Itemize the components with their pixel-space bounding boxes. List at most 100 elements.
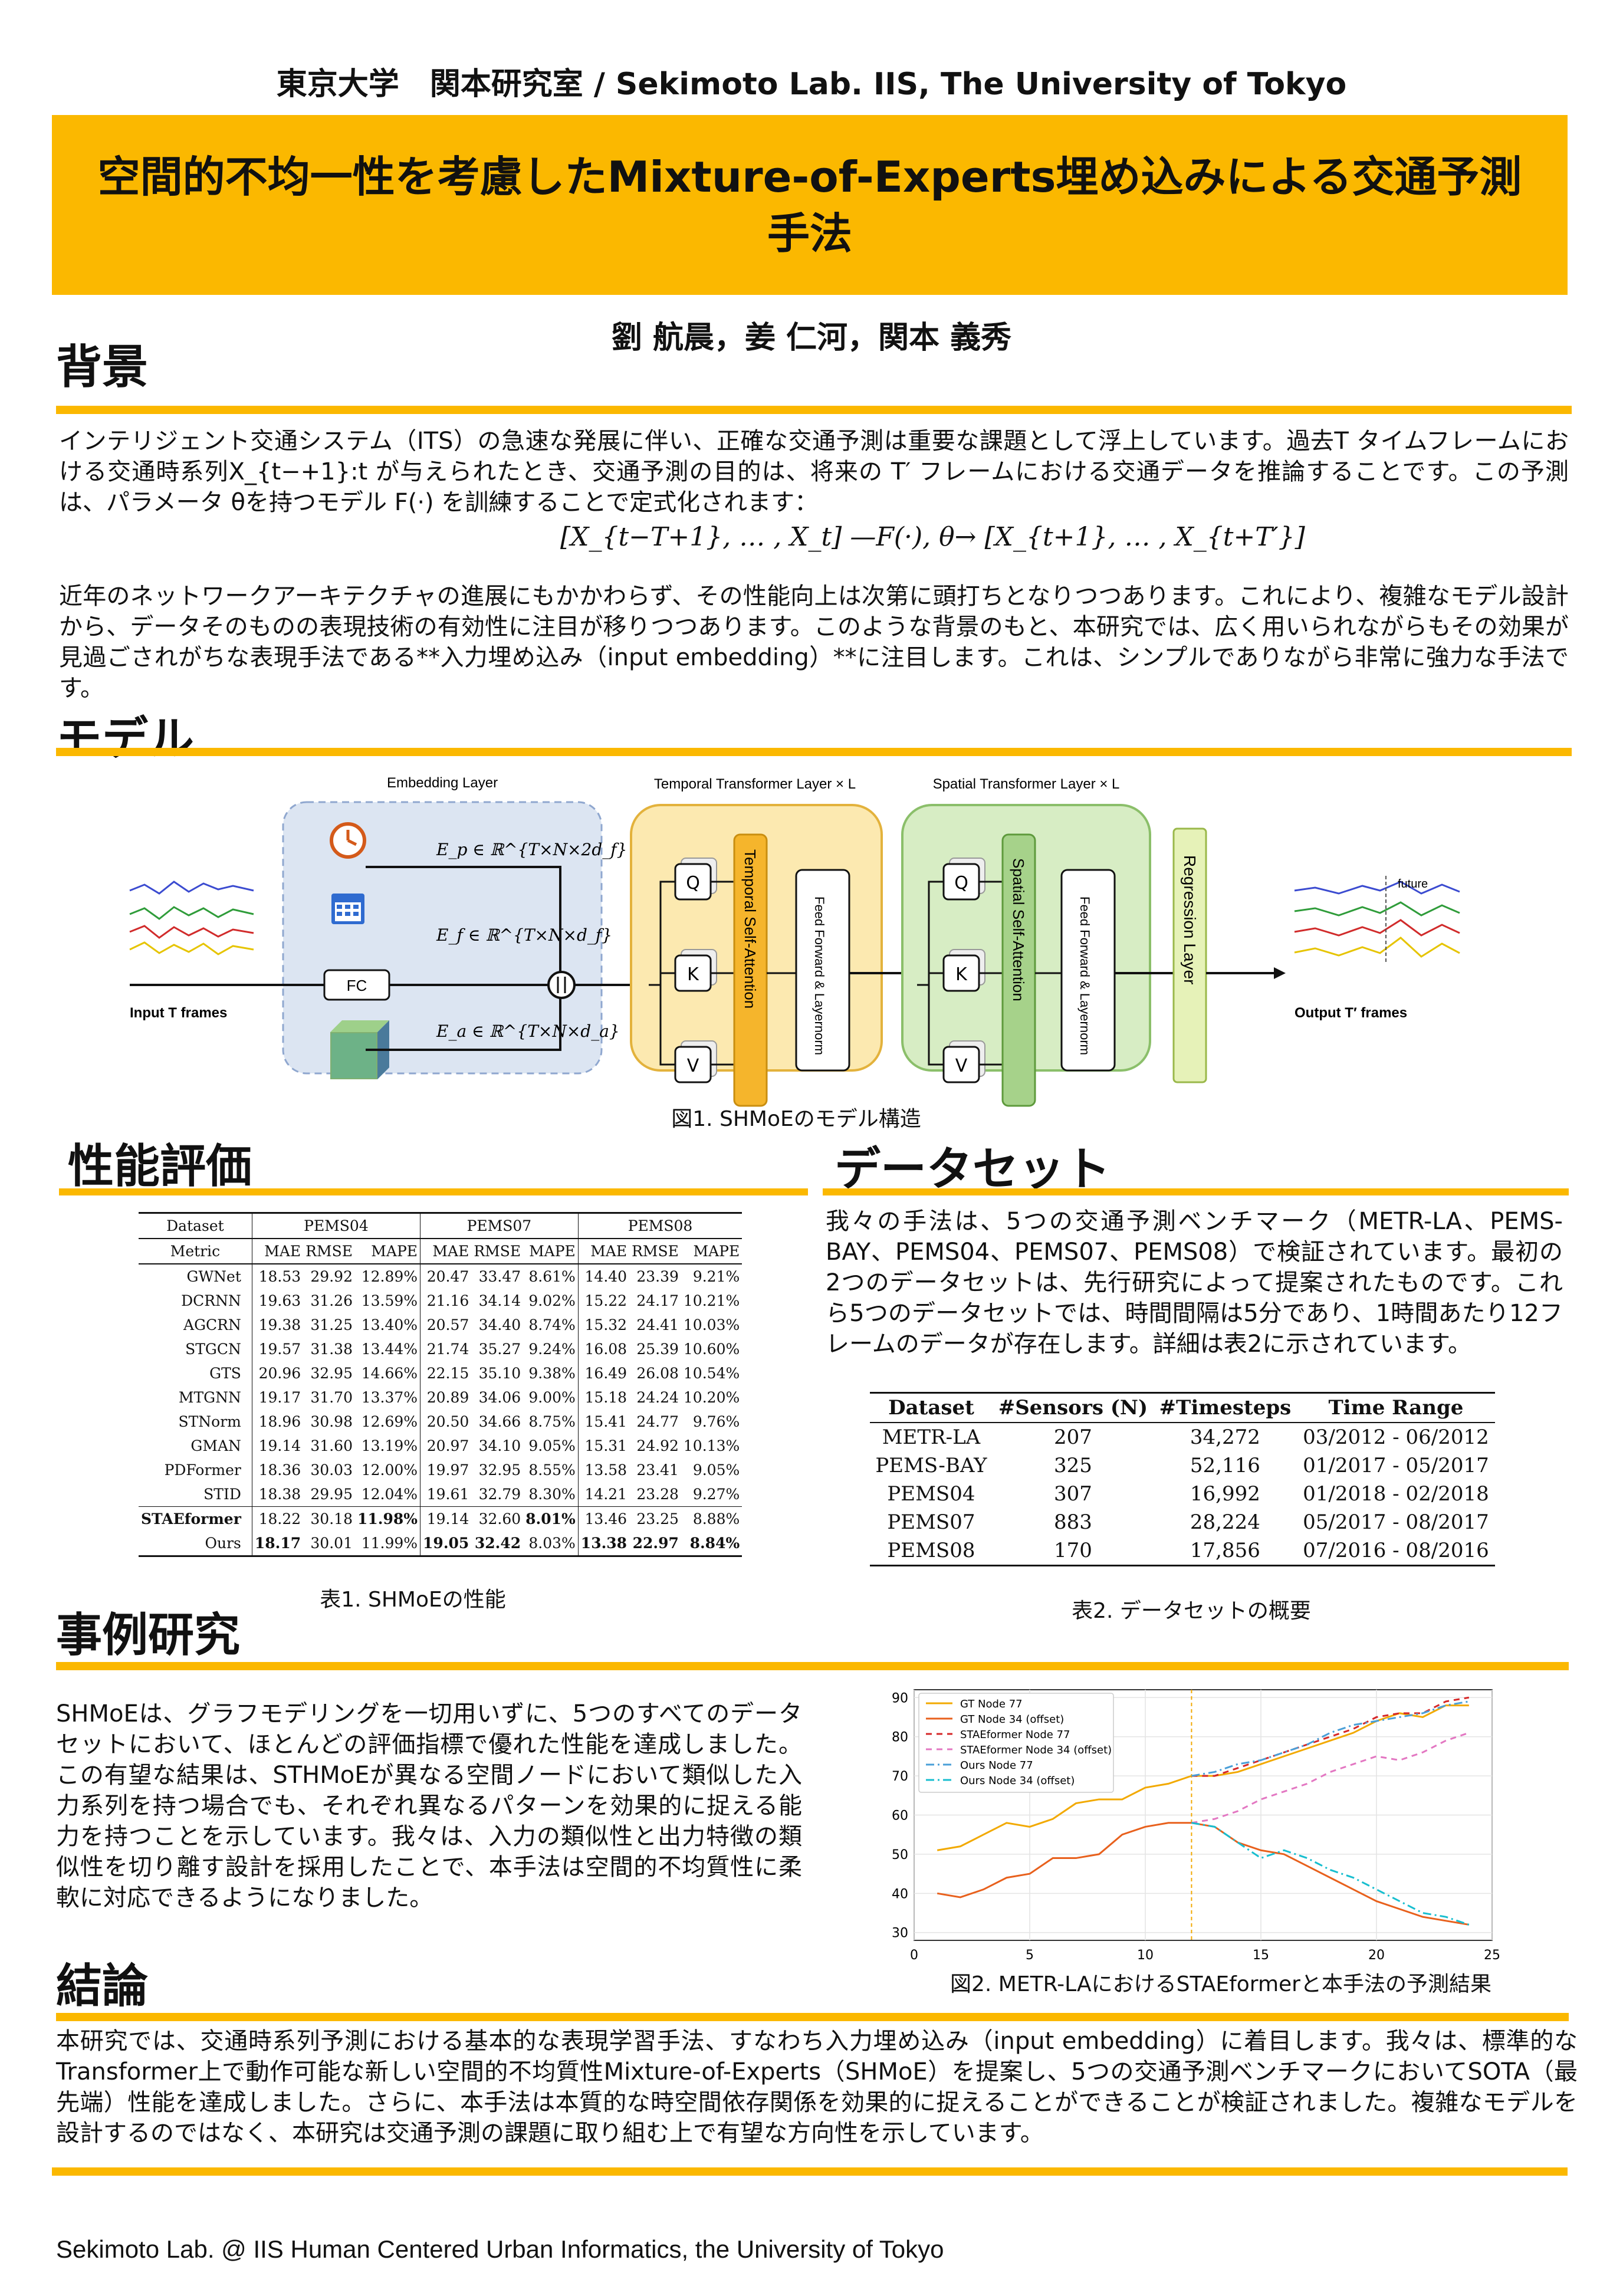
regression-layer-label: Regression Layer [1181, 855, 1199, 984]
concat-icon [547, 971, 576, 999]
case-study-text: SHMoEは、グラフモデリングを一切用いずに、5つのすべてのデータセットにおいて… [56, 1700, 802, 1911]
embedding-layer-box [282, 801, 603, 1075]
output-series-icon [1294, 881, 1460, 958]
ep-label: E_p ∈ ℝ^{T×N×2d_f} [436, 840, 627, 859]
model-diagram: Input T frames Embedding Layer E_p ∈ ℝ^{… [129, 775, 1460, 1107]
temporal-v-label: V [687, 1056, 699, 1076]
legend-entry: Ours Node 77 [960, 1759, 1033, 1772]
x-tick-label: 10 [1137, 1948, 1154, 1963]
series-line-4 [1191, 1700, 1470, 1777]
authors: 劉 航晨，姜 仁河，関本 義秀 [611, 320, 1012, 356]
temporal-ffn-box [795, 869, 850, 1072]
table-header-pems08: PEMS08 [577, 1213, 742, 1239]
formula: [X_{t−T+1}, … , X_t] —F(·), θ→ [X_{t+1},… [560, 522, 1305, 552]
series-line-5 [1191, 1822, 1470, 1926]
temporal-layer-label: Temporal Transformer Layer × L [654, 776, 856, 792]
table-header-dataset: Dataset [166, 1217, 224, 1234]
series-line-2 [1191, 1696, 1470, 1777]
spatial-ffn-label: Feed Forward & Layernorm [1077, 896, 1092, 1055]
model-caption: 図1. SHMoEのモデル構造 [671, 1107, 921, 1131]
temporal-qkv: Q K V [674, 858, 717, 1083]
y-tick-label: 80 [892, 1730, 908, 1745]
temporal-attention-box [733, 833, 768, 1107]
dataset-heading: データセット [835, 1143, 1111, 1196]
conclusion-text: 本研究では、交通時系列予測における基本的な表現学習手法、すなわち入力埋め込み（i… [56, 2028, 1578, 2147]
temporal-k-label: K [687, 964, 699, 985]
footer: Sekimoto Lab. @ IIS Human Centered Urban… [56, 2235, 944, 2263]
x-tick-label: 5 [1026, 1948, 1034, 1963]
calendar-icon [331, 894, 364, 924]
ef-label: E_f ∈ ℝ^{T×N×d_f} [436, 925, 612, 945]
regression-layer-box [1172, 827, 1207, 1083]
y-tick-label: 90 [892, 1691, 908, 1706]
attribute-cube-icon [330, 1020, 389, 1079]
dataset-caption: 表2. データセットの概要 [1072, 1599, 1311, 1623]
y-tick-label: 30 [892, 1926, 908, 1941]
background-paragraph-1: インテリジェント交通システム（ITS）の急速な発展に伴い、正確な交通予測は重要な… [59, 428, 1569, 516]
case-study-divider [56, 1662, 1569, 1670]
temporal-ffn-label: Feed Forward & Layernorm [812, 896, 827, 1055]
model-divider [56, 748, 1572, 756]
spatial-ffn-box [1060, 869, 1116, 1072]
table-header-pems07: PEMS07 [420, 1213, 579, 1239]
spatial-qkv: Q K V [942, 858, 985, 1083]
background-heading: 背景 [56, 341, 149, 394]
legend-entry: GT Node 34 (offset) [960, 1713, 1064, 1726]
spatial-attention-box [1001, 833, 1036, 1107]
table-header-pems04: PEMS04 [251, 1213, 420, 1239]
series-line-1 [937, 1822, 1470, 1926]
spatial-attention-label: Spatial Self-Attention [1010, 858, 1027, 1001]
performance-divider [59, 1188, 808, 1195]
dataset-divider [823, 1188, 1569, 1195]
y-tick-label: 60 [892, 1809, 908, 1824]
temporal-attention-label: Temporal Self-Attention [741, 849, 759, 1009]
legend-entry: Ours Node 34 (offset) [960, 1775, 1075, 1787]
embedding-layer-label: Embedding Layer [387, 775, 498, 791]
conclusion-heading: 結論 [56, 1960, 149, 2013]
y-tick-label: 50 [892, 1848, 908, 1863]
x-tick-label: 25 [1484, 1948, 1500, 1963]
fc-label: FC [347, 977, 367, 994]
spatial-layer-label: Spatial Transformer Layer × L [933, 776, 1120, 792]
spatial-q-label: Q [954, 873, 968, 894]
conclusion-divider [56, 2013, 1569, 2021]
bottom-divider [52, 2167, 1568, 2176]
background-divider [56, 406, 1572, 414]
spatial-k-label: K [955, 964, 968, 985]
temporal-q-label: Q [686, 873, 700, 894]
x-tick-label: 15 [1253, 1948, 1269, 1963]
dataset-text: 我々の手法は、5つの交通予測ベンチマーク（METR-LA、PEMS-BAY、PE… [826, 1208, 1563, 1358]
lab-header: 東京大学 関本研究室 / Sekimoto Lab. IIS, The Univ… [276, 67, 1347, 102]
input-label: Input T frames [130, 1005, 227, 1021]
legend-entry: STAEformer Node 34 (offset) [960, 1744, 1112, 1756]
performance-heading: 性能評価 [68, 1140, 252, 1193]
future-label: future [1398, 878, 1428, 891]
y-tick-label: 40 [892, 1887, 908, 1901]
poster-title: 空間的不均一性を考慮したMixture-of-Experts埋め込みによる交通予… [97, 152, 1522, 258]
ea-label: E_a ∈ ℝ^{T×N×d_a} [436, 1021, 620, 1041]
legend-box [918, 1693, 1114, 1793]
x-tick-label: 0 [910, 1948, 918, 1963]
clock-icon [330, 822, 366, 859]
table-header-metric: Metric [170, 1243, 221, 1260]
input-series-icon [129, 881, 254, 955]
title-banner: 空間的不均一性を考慮したMixture-of-Experts埋め込みによる交通予… [52, 115, 1568, 295]
